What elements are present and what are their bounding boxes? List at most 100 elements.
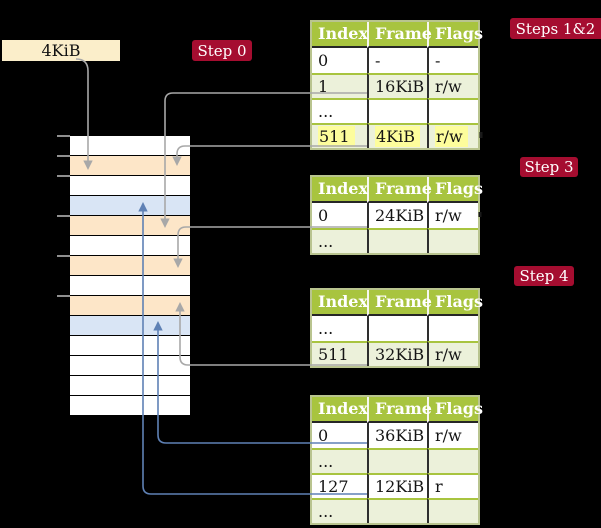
frame-size-label-box: 4KiB bbox=[2, 40, 120, 61]
table-row: 511 32KiB r/w bbox=[312, 341, 478, 366]
cell-frame bbox=[367, 98, 427, 123]
memory-boundary-tick bbox=[57, 155, 70, 157]
table-header-row: Index Frame Flags bbox=[312, 22, 483, 48]
memory-frame-row-white bbox=[70, 136, 190, 155]
memory-frame-row-white bbox=[70, 236, 190, 255]
highlighted-value: 4KiB bbox=[375, 126, 421, 147]
badge-step-0-label: Step 0 bbox=[197, 41, 247, 60]
memory-frame-row-blue bbox=[70, 316, 190, 335]
badge-step-4: Step 4 bbox=[514, 266, 574, 286]
table-row: 127 12KiB r bbox=[312, 473, 478, 498]
frame-size-label: 4KiB bbox=[41, 41, 81, 60]
memory-frame-row-blue bbox=[70, 196, 190, 215]
cell-flags: - bbox=[427, 48, 478, 73]
column-header-flags: Flags bbox=[427, 290, 483, 316]
cell-index: ... bbox=[312, 448, 367, 473]
cell-flags bbox=[427, 228, 478, 253]
column-header-index: Index bbox=[312, 177, 368, 203]
cell-index: 511 bbox=[312, 123, 367, 148]
cell-index: ... bbox=[312, 316, 367, 341]
memory-stack bbox=[70, 136, 190, 416]
cell-index: 0 bbox=[312, 48, 367, 73]
column-header-flags: Flags bbox=[427, 22, 483, 48]
column-header-flags: Flags bbox=[427, 177, 483, 203]
cell-index: ... bbox=[312, 228, 367, 253]
table-row: 1 16KiB r/w bbox=[312, 73, 478, 98]
memory-frame-row-white bbox=[70, 276, 190, 295]
badge-steps-1-2: Steps 1&2 bbox=[510, 18, 601, 39]
cell-flags: r/w bbox=[427, 423, 478, 448]
cell-frame: 12KiB bbox=[367, 473, 427, 498]
cell-flags bbox=[427, 316, 478, 341]
cell-flags bbox=[427, 498, 478, 523]
memory-frame-row-white bbox=[70, 356, 190, 375]
table-row: ... bbox=[312, 228, 478, 253]
memory-boundary-tick bbox=[57, 215, 70, 217]
cell-index: 0 bbox=[312, 423, 367, 448]
badge-step-4-label: Step 4 bbox=[519, 267, 569, 285]
memory-frame-row-peach bbox=[70, 156, 190, 175]
table-header-row: Index Frame Flags bbox=[312, 290, 483, 316]
cell-index: ... bbox=[312, 98, 367, 123]
table-row: ... bbox=[312, 498, 478, 523]
cell-index: 127 bbox=[312, 473, 367, 498]
cell-index: 1 bbox=[312, 73, 367, 98]
column-header-index: Index bbox=[312, 22, 368, 48]
page-table-1: Index Frame Flags 0 - - 1 16KiB r/w ... … bbox=[310, 20, 483, 150]
cell-flags: r/w bbox=[427, 341, 478, 366]
page-table-2: Index Frame Flags 0 24KiB r/w ... bbox=[310, 175, 483, 255]
table-row: ... bbox=[312, 316, 478, 341]
table-row: 0 - - bbox=[312, 48, 478, 73]
memory-boundary-tick bbox=[57, 135, 70, 137]
cell-index: 511 bbox=[312, 341, 367, 366]
table-header-row: Index Frame Flags bbox=[312, 177, 483, 203]
table-header-row: Index Frame Flags bbox=[312, 397, 483, 423]
cell-frame: - bbox=[367, 48, 427, 73]
cell-frame bbox=[367, 316, 427, 341]
column-header-index: Index bbox=[312, 290, 368, 316]
page-table-4: Index Frame Flags 0 36KiB r/w ... 127 12… bbox=[310, 395, 483, 525]
memory-frame-row-white bbox=[70, 376, 190, 395]
highlighted-value: r/w bbox=[435, 126, 468, 147]
table-row: 0 36KiB r/w bbox=[312, 423, 478, 448]
column-header-index: Index bbox=[312, 397, 368, 423]
table-row: ... bbox=[312, 448, 478, 473]
column-header-frame: Frame bbox=[367, 177, 432, 203]
cell-frame: 4KiB bbox=[367, 123, 427, 148]
cell-flags: r/w bbox=[427, 203, 478, 228]
memory-boundary-tick bbox=[57, 255, 70, 257]
cell-flags bbox=[427, 448, 478, 473]
cell-flags: r/w bbox=[427, 123, 478, 148]
memory-frame-row-white bbox=[70, 176, 190, 195]
cell-flags: r bbox=[427, 473, 478, 498]
highlighted-value: 511 bbox=[318, 126, 355, 147]
badge-step-0: Step 0 bbox=[192, 40, 252, 61]
column-header-frame: Frame bbox=[367, 397, 432, 423]
cell-frame bbox=[367, 498, 427, 523]
memory-boundary-tick bbox=[57, 175, 70, 177]
page-table-3: Index Frame Flags ... 511 32KiB r/w bbox=[310, 288, 483, 368]
cell-frame: 32KiB bbox=[367, 341, 427, 366]
memory-frame-row-peach bbox=[70, 256, 190, 275]
column-header-frame: Frame bbox=[367, 22, 432, 48]
memory-frame-row-white bbox=[70, 336, 190, 355]
badge-step-3-label: Step 3 bbox=[524, 158, 574, 176]
badge-step-3: Step 3 bbox=[520, 157, 578, 177]
column-header-frame: Frame bbox=[367, 290, 432, 316]
cell-index: ... bbox=[312, 498, 367, 523]
cell-flags bbox=[427, 98, 478, 123]
column-header-flags: Flags bbox=[427, 397, 483, 423]
table-row-highlighted: 511 4KiB r/w bbox=[312, 123, 478, 148]
cell-frame bbox=[367, 228, 427, 253]
memory-frame-row-peach bbox=[70, 296, 190, 315]
cell-flags: r/w bbox=[427, 73, 478, 98]
cell-frame bbox=[367, 448, 427, 473]
cell-frame: 36KiB bbox=[367, 423, 427, 448]
memory-frame-row-peach bbox=[70, 216, 190, 235]
badge-steps-1-2-label: Steps 1&2 bbox=[515, 19, 596, 38]
cell-frame: 24KiB bbox=[367, 203, 427, 228]
cell-frame: 16KiB bbox=[367, 73, 427, 98]
table-row: ... bbox=[312, 98, 478, 123]
table-row: 0 24KiB r/w bbox=[312, 203, 478, 228]
